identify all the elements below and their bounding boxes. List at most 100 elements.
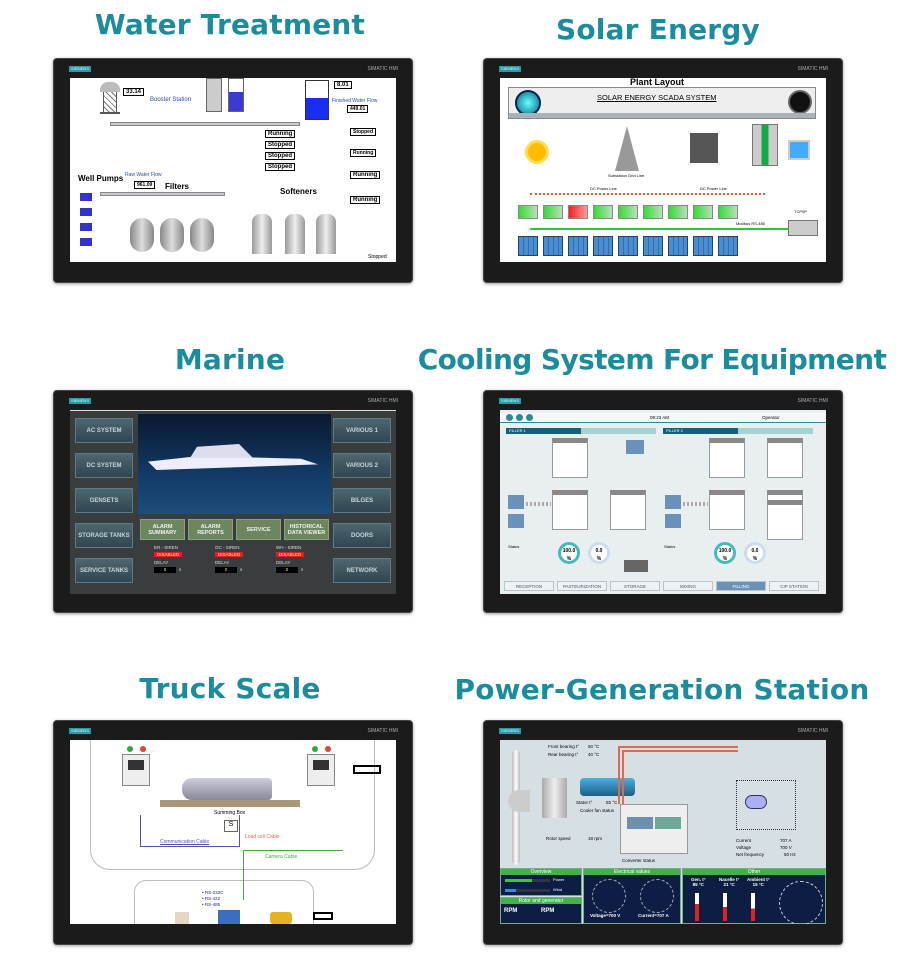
siren-state-button[interactable]: DISABLED [215,552,244,557]
tab-reception[interactable]: RECEPTION [504,581,554,591]
model-label: SIMATIC HMI [367,398,398,404]
yacht-image [138,414,331,514]
tank [206,78,222,112]
tower-level: 33.14 [123,88,145,96]
signal-light-green [127,746,133,752]
title-water-treatment: Water Treatment [94,8,366,41]
overview-panel: Overview Power Wind [500,868,582,896]
marine-nav-button[interactable]: STORAGE TANKS [75,523,133,548]
model-label: SIMATIC HMI [367,66,398,72]
cold-storage-button[interactable] [626,440,644,454]
terminal-right [307,754,335,786]
rpm-label: RPM [504,908,518,914]
yacht-shape [148,456,318,470]
marine-nav-button[interactable]: AC SYSTEM [75,418,133,443]
storage-button[interactable] [665,514,681,528]
nacelle-value: 21 °C [723,882,735,887]
siren-state-button[interactable]: DISABLED [154,552,183,557]
marine-action-button[interactable]: HISTORICAL DATA VIEWER [284,519,329,540]
gauge-unit: % [722,556,728,562]
marine-nav-button[interactable]: VARIOUS 2 [333,453,391,478]
pc-icon [788,140,810,160]
forward-icon[interactable] [526,414,533,421]
solar-panel-icon [693,236,713,256]
marine-action-button[interactable]: ALARM SUMMARY [140,519,185,540]
summing-box: S [224,820,238,832]
thermometer [723,893,727,921]
pump-status: Stopped [265,163,295,171]
booster-label: Booster Station [150,97,192,103]
process-unit [709,490,745,530]
filter-vessel [130,218,154,252]
freq-value: 50 Hz [784,852,796,857]
delay-input[interactable]: 0 [215,567,237,573]
model-label: SIMATIC HMI [797,66,828,72]
marine-hmi: SIEMENS SIMATIC HMI AC SYSTEM DC SYSTEM GE… [53,390,413,613]
marine-action-button[interactable]: ALARM REPORTS [188,519,233,540]
marine-nav-button[interactable]: NETWORK [333,558,391,583]
comm-line [140,815,240,847]
current-gauge [640,879,674,913]
filler-1-header: FILLER 1 [506,428,656,434]
siemens-logo: SIEMENS [499,398,521,404]
siemens-logo: SIEMENS [69,398,91,404]
combiner-box [543,205,563,219]
exit-display [353,765,381,774]
storage-button[interactable] [508,514,524,528]
panel-header: Rotor and generator [501,898,581,904]
gauge: 100.0% [714,542,736,564]
stator-value: 55 °C [606,800,618,805]
power-generation-hmi: SIEMENS SIMATIC HMI Front bearing t° 50 … [483,720,843,945]
marine-action-button[interactable]: SERVICE [236,519,281,540]
tab-storage[interactable]: STORAGE [610,581,660,591]
cooling-screen: 09:23 AM Operator FILLER 1 FILLER 2 100.… [500,410,826,594]
storage-button[interactable] [665,495,681,509]
delay-input[interactable]: 0 [276,567,298,573]
tab-filling[interactable]: FILLING [716,581,766,591]
process-unit [610,490,646,530]
gauge-unit: % [566,556,572,562]
chlorine-pump-2: Running [350,149,377,157]
marine-nav-button[interactable]: DOORS [333,523,391,548]
marine-nav-button[interactable]: GENSETS [75,488,133,513]
voltage-readout: Voltage=700 V [590,913,621,918]
delay-label: DELAY [276,560,291,565]
scale-platform [160,800,300,807]
marine-nav-button[interactable]: SERVICE TANKS [75,558,133,583]
delay-input[interactable]: 0 [154,567,176,573]
scada-title: SOLAR ENERGY SCADA SYSTEM [597,93,717,102]
nav-bar[interactable] [509,113,815,118]
marine-screen: AC SYSTEM DC SYSTEM GENSETS STORAGE TANKS SE… [70,410,396,594]
combiner-box [593,205,613,219]
marine-nav-button[interactable]: VARIOUS 1 [333,418,391,443]
raw-flow-label: Raw Water Flow [125,172,162,178]
inverter-icon [752,124,778,166]
solar-panel-icon [618,236,638,256]
dc-line-label: DC Power Line [590,186,617,191]
panel-header: Overview [501,869,581,875]
softener-vessel [252,214,272,254]
marine-nav-button[interactable]: BILGES [333,488,391,513]
tab-cip-station[interactable]: CIP STATION [769,581,819,591]
siren-name: ER - SIREN [154,545,179,550]
user-label[interactable]: Operator [762,415,780,420]
gen-temp-value: 85 °C [692,882,704,887]
back-icon[interactable] [516,414,523,421]
well-pump-icon [80,208,92,216]
marine-nav-button[interactable]: DC SYSTEM [75,453,133,478]
truck-icon [624,560,648,572]
delay-unit: s [301,567,304,572]
solar-panel-icon [518,236,538,256]
tank [228,78,244,112]
siren-state-button[interactable]: DISABLED [276,552,305,557]
tab-mixing[interactable]: MIXING [663,581,713,591]
finished-flow-value: 449.01 [347,105,369,113]
power-bar [505,879,550,882]
solar-panel-icon [593,236,613,256]
storage-button[interactable] [508,495,524,509]
current-label: Current [736,838,752,843]
camera-line [243,850,343,900]
tab-pasteurization[interactable]: PASTEURIZATION [557,581,607,591]
signal-light-red [140,746,146,752]
home-icon[interactable] [506,414,513,421]
